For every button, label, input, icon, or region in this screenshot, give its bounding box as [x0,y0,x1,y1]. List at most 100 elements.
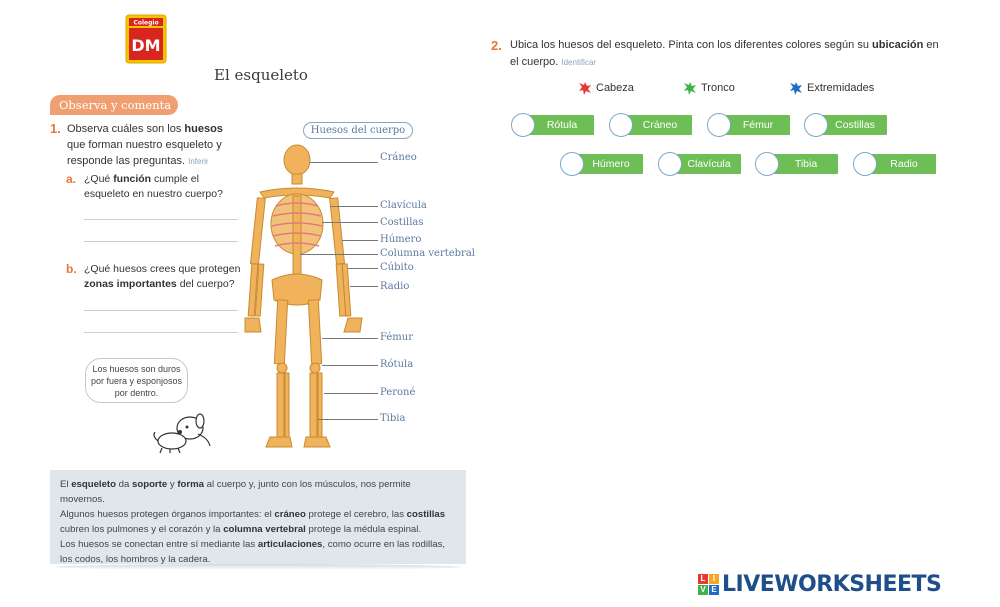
legend-extremidades-label: Extremidades [807,82,875,94]
page-title: El esqueleto [214,66,308,84]
paint-circle[interactable] [853,152,877,176]
word-box-label: Costillas [835,119,875,131]
question-1a-text: ¿Qué [84,173,114,185]
paint-circle[interactable] [658,152,682,176]
info-text: cubren los pulmones y el corazón y la [60,524,224,535]
word-box-label: Húmero [592,158,630,170]
dog-illustration-icon [153,413,211,454]
paint-circle[interactable] [804,113,828,137]
liveworksheets-logo[interactable]: L I V E LIVEWORKSHEETS [698,572,942,597]
word-box-clavicula[interactable]: Clavícula [669,154,741,174]
bone-label-perone: Peroné [380,387,416,398]
bone-label-craneo: Cráneo [380,152,417,163]
word-box-radio[interactable]: Radio [864,154,936,174]
answer-line [84,310,238,311]
info-bold: columna vertebral [223,524,306,535]
legend-extremidades[interactable]: Extremidades [788,80,874,96]
leader-line [322,365,378,366]
logo-initials: DM [131,36,160,55]
answer-line [84,241,238,242]
bones-panel-title: Huesos del cuerpo [303,122,413,139]
word-box-femur[interactable]: Fémur [718,115,790,135]
bone-label-columna: Columna vertebral [380,248,475,259]
word-box-rotula[interactable]: Rótula [522,115,594,135]
paint-circle[interactable] [755,152,779,176]
word-box-label: Fémur [742,119,774,131]
paint-circle[interactable] [560,152,584,176]
question-1-hint: Inferir [188,157,209,166]
info-text: , como ocurre en las rodillas, los codos… [60,539,446,565]
paint-splash-green-icon [684,82,696,95]
question-2-bold: ubicación [872,39,924,51]
question-1-number: 1. [50,121,61,136]
paint-circle[interactable] [511,113,535,137]
paint-splash-blue-icon [790,82,802,95]
leader-line [348,268,378,269]
info-paragraph-2: Algunos huesos protegen órganos importan… [60,507,456,537]
question-1b-text: del cuerpo? [176,278,235,290]
question-1b-text: ¿Qué huesos crees que protegen [84,263,241,275]
bone-label-femur: Fémur [380,332,414,343]
legend-cabeza[interactable]: Cabeza [577,80,634,96]
info-bold: cráneo [274,509,306,520]
question-2-text-part: en el cuerpo. [510,39,939,68]
info-text: El [60,479,72,490]
leader-line [322,338,378,339]
leader-line [322,222,378,223]
brand-letter: E [709,585,719,595]
bone-label-rotula: Rótula [380,359,414,370]
word-box-craneo[interactable]: Cráneo [620,115,692,135]
question-1-text-part: que forman nuestro esqueleto y responde … [67,139,222,167]
info-paragraph-1: El esqueleto da soporte y forma al cuerp… [60,477,456,507]
leader-line [310,162,378,163]
info-bold: articulaciones [257,539,323,550]
info-bold: esqueleto [71,479,116,490]
legend-tronco[interactable]: Tronco [682,80,735,96]
question-1-bold: huesos [184,123,223,135]
word-box-costillas[interactable]: Costillas [815,115,887,135]
question-1: 1. Observa cuáles son los huesos que for… [50,121,242,170]
speech-bubble: Los huesos son duros por fuera y esponjo… [85,358,188,403]
question-1a: a. ¿Qué función cumple el esqueleto en n… [66,172,244,202]
question-1-text-part: Observa cuáles son los [67,123,185,135]
word-box-tibia[interactable]: Tibia [766,154,838,174]
question-1b: b. ¿Qué huesos crees que protegen zonas … [66,262,244,292]
leader-line [350,286,378,287]
info-box: El esqueleto da soporte y forma al cuerp… [50,470,466,567]
liveworksheets-name: LIVEWORKSHEETS [722,572,942,597]
question-2-hint: Identificar [561,58,597,67]
brand-letter: V [698,585,708,595]
paint-circle[interactable] [609,113,633,137]
info-text: Los huesos se conectan entre sí mediante… [60,539,258,550]
leader-line [300,254,378,255]
info-text: protege el cerebro, las [305,509,407,520]
word-box-label: Cráneo [642,119,678,131]
leader-line [318,419,378,420]
section-label: Observa y comenta [50,95,178,115]
bone-label-radio: Radio [380,281,410,292]
question-1b-bold: zonas importantes [84,278,177,290]
leader-line [342,240,378,241]
info-text: al cuerpo y, junto con los músculos, nos… [60,479,411,505]
bone-label-costillas: Costillas [380,217,424,228]
skeleton-icon [244,144,363,448]
info-bold: forma [177,479,204,490]
school-logo: Colegio DM [125,14,167,64]
word-box-label: Tibia [794,158,818,170]
word-box-label: Clavícula [687,158,731,170]
bone-label-humero: Húmero [380,234,422,245]
paint-circle[interactable] [707,113,731,137]
question-1b-letter: b. [66,262,77,276]
question-1a-text: cumple el esqueleto en nuestro cuerpo? [84,173,223,200]
word-box-humero[interactable]: Húmero [571,154,643,174]
info-paragraph-3: Los huesos se conectan entre sí mediante… [60,537,456,567]
question-1a-letter: a. [66,172,77,186]
question-1a-bold: función [113,173,152,185]
liveworksheets-mark-icon: L I V E [698,574,719,595]
question-2-text: Ubica los huesos del esqueleto. Pinta co… [491,37,941,71]
bone-label-cubito: Cúbito [380,262,414,273]
info-text: Algunos huesos protegen órganos importan… [60,509,275,520]
legend-cabeza-label: Cabeza [596,82,634,94]
info-text: da [116,479,133,490]
question-1-text: Observa cuáles son los huesos que forman… [50,121,242,170]
